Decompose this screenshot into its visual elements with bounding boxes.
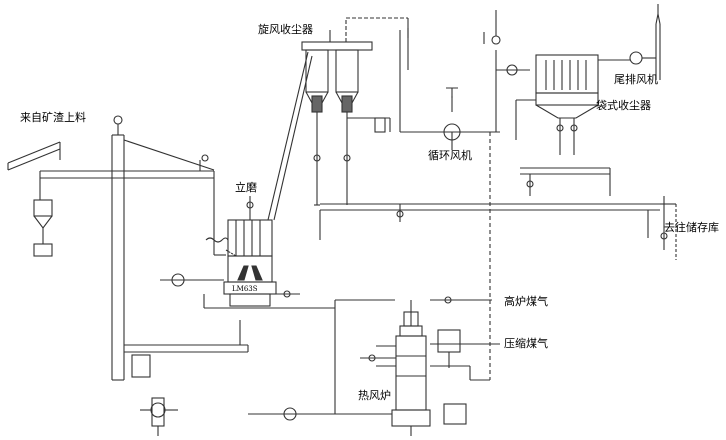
label-storage: 去往储存库 — [664, 221, 719, 234]
feed-hopper — [33, 199, 53, 257]
label-cyclone: 旋风收尘器 — [258, 23, 313, 36]
vertical-mill — [223, 196, 277, 307]
label-feed: 来自矿渣上料 — [20, 111, 86, 124]
bucket-elevator — [111, 115, 125, 381]
label-comp-gas: 压缩煤气 — [504, 337, 548, 350]
cyclone-group — [301, 41, 390, 133]
label-hot-stove: 热风炉 — [358, 389, 391, 402]
tail-fan-symbol — [629, 51, 643, 65]
feed-conveyor — [7, 141, 61, 171]
label-mill-model: LM63S — [232, 285, 258, 293]
label-bf-gas: 高炉煤气 — [504, 295, 548, 308]
label-circ-fan: 循环风机 — [428, 149, 472, 162]
label-mill: 立磨 — [235, 181, 257, 194]
label-bag-filter: 袋式收尘器 — [596, 99, 651, 112]
label-tail-fan: 尾排风机 — [614, 73, 658, 86]
bag-filter — [535, 54, 599, 155]
hot-air-furnace — [391, 300, 431, 436]
